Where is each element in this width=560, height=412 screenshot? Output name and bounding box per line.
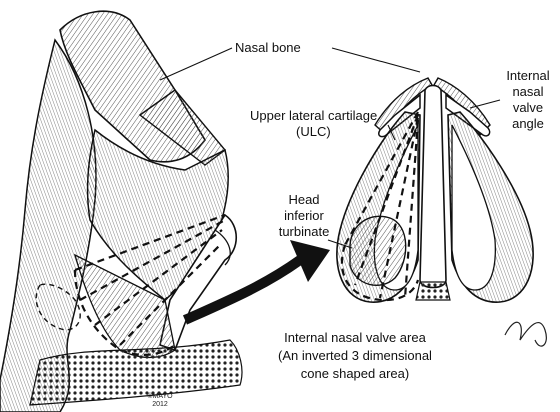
credit-line2: 2012 xyxy=(140,401,180,409)
leader-nasal-bone-left xyxy=(160,48,232,80)
label-turbinate-line3: turbinate xyxy=(274,224,334,240)
artist-signature xyxy=(505,322,546,346)
label-valve-angle-line1: Internal xyxy=(500,68,556,84)
columella-base xyxy=(416,282,450,300)
leader-nasal-bone-right xyxy=(332,48,420,72)
label-ulc-line1: Upper lateral cartilage xyxy=(250,108,377,124)
label-ulc-line2: (ULC) xyxy=(296,124,331,140)
label-valve-angle-line4: angle xyxy=(500,116,556,132)
label-valve-angle-line3: valve xyxy=(500,100,556,116)
label-turbinate-line2: inferior xyxy=(274,208,334,224)
label-valve-area-line1: Internal nasal valve area xyxy=(255,330,455,346)
label-valve-angle-line2: nasal xyxy=(500,84,556,100)
septum-frontal xyxy=(420,86,446,288)
label-valve-area-line2: (An inverted 3 dimensional xyxy=(255,348,455,364)
credit-line1: ©MAYO xyxy=(140,393,180,401)
label-nasal-bone: Nasal bone xyxy=(235,40,301,56)
label-turbinate-line1: Head xyxy=(274,192,334,208)
label-valve-area-line3: cone shaped area) xyxy=(255,366,455,382)
lateral-nose-view xyxy=(0,11,242,412)
